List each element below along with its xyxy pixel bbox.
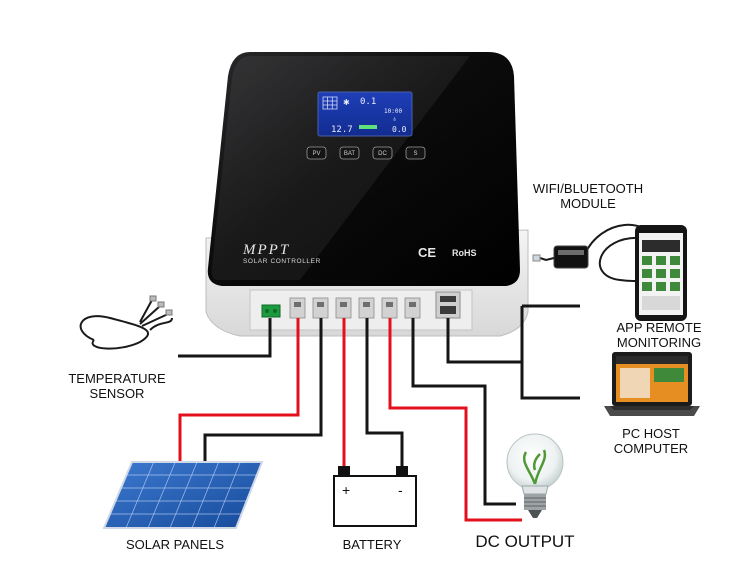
pc-host-line1: PC HOST xyxy=(622,426,680,441)
temperature-line2: SENSOR xyxy=(89,386,145,401)
light-bulb xyxy=(506,433,564,518)
app-remote-line2: MONITORING xyxy=(616,335,702,350)
solar-panel xyxy=(102,461,264,529)
svg-text:DC: DC xyxy=(378,151,387,157)
controller-front-panel xyxy=(207,52,520,286)
smartphone xyxy=(635,225,687,321)
mppt-controller: ✱ 0.1 10:00 12.7 ♁ 0.0 PV BAT DC xyxy=(205,52,529,337)
lcd-bulb-icon: ♁ xyxy=(392,116,397,123)
svg-text:BAT: BAT xyxy=(344,151,356,157)
brand-subtitle: SOLAR CONTROLLER xyxy=(243,258,321,265)
lcd-top-value: 0.1 xyxy=(360,97,376,107)
temperature-sensor xyxy=(79,295,173,350)
front-buttons: PV BAT DC S xyxy=(306,146,426,160)
ce-mark: CE xyxy=(418,245,436,260)
button-s[interactable]: S xyxy=(405,146,426,160)
app-monitoring-wire xyxy=(520,306,580,400)
lcd-mid-value: 10:00 xyxy=(384,108,402,115)
battery-negative-wire xyxy=(365,318,404,468)
wifi-module-line1: WIFI/BLUETOOTH xyxy=(532,181,644,196)
dc-output-label: DC OUTPUT xyxy=(475,532,575,551)
wifi-module-label: WIFI/BLUETOOTH MODULE xyxy=(528,181,648,211)
app-remote-line1: APP REMOTE xyxy=(616,320,702,335)
button-pv[interactable]: PV xyxy=(306,146,327,160)
lcd-display: ✱ 0.1 10:00 12.7 ♁ 0.0 xyxy=(317,91,413,137)
dc-positive-wire xyxy=(388,318,522,522)
temperature-wire xyxy=(178,318,272,358)
solar-positive-wire xyxy=(178,318,300,462)
svg-text:S: S xyxy=(413,151,417,157)
app-remote-label: APP REMOTE MONITORING xyxy=(604,320,714,350)
solar-negative-wire xyxy=(203,318,323,462)
rj45-port xyxy=(435,291,461,319)
button-dc[interactable]: DC xyxy=(372,146,393,160)
laptop xyxy=(604,352,700,416)
solar-panels-label: SOLAR PANELS xyxy=(125,537,225,552)
lcd-battery-bar xyxy=(359,125,377,129)
battery: + - xyxy=(333,466,417,527)
lcd-battery-value: 12.7 xyxy=(331,125,353,135)
rj45-wire xyxy=(446,318,522,364)
temperature-port xyxy=(261,304,281,318)
pc-host-line2: COMPUTER xyxy=(613,441,689,456)
screw-terminals xyxy=(289,297,421,319)
svg-text:PV: PV xyxy=(312,151,320,157)
lcd-right-value: 0.0 xyxy=(392,125,407,134)
temperature-line1: TEMPERATURE xyxy=(68,371,166,386)
brand-logo: MPPT xyxy=(242,242,290,258)
battery-plus-sign: + xyxy=(342,482,350,498)
dc-negative-wire xyxy=(411,318,516,506)
pc-host-label: PC HOST COMPUTER xyxy=(596,426,706,456)
lcd-sun-icon: ✱ xyxy=(343,98,350,107)
button-bat[interactable]: BAT xyxy=(339,146,360,160)
rohs-mark: RoHS xyxy=(452,248,477,258)
battery-minus-sign: - xyxy=(398,482,403,498)
battery-label: BATTERY xyxy=(342,537,402,552)
wifi-module-line2: MODULE xyxy=(560,196,616,211)
wires xyxy=(178,304,580,522)
lcd-pv-icon xyxy=(322,96,338,110)
temperature-sensor-label: TEMPERATURE SENSOR xyxy=(62,371,172,401)
